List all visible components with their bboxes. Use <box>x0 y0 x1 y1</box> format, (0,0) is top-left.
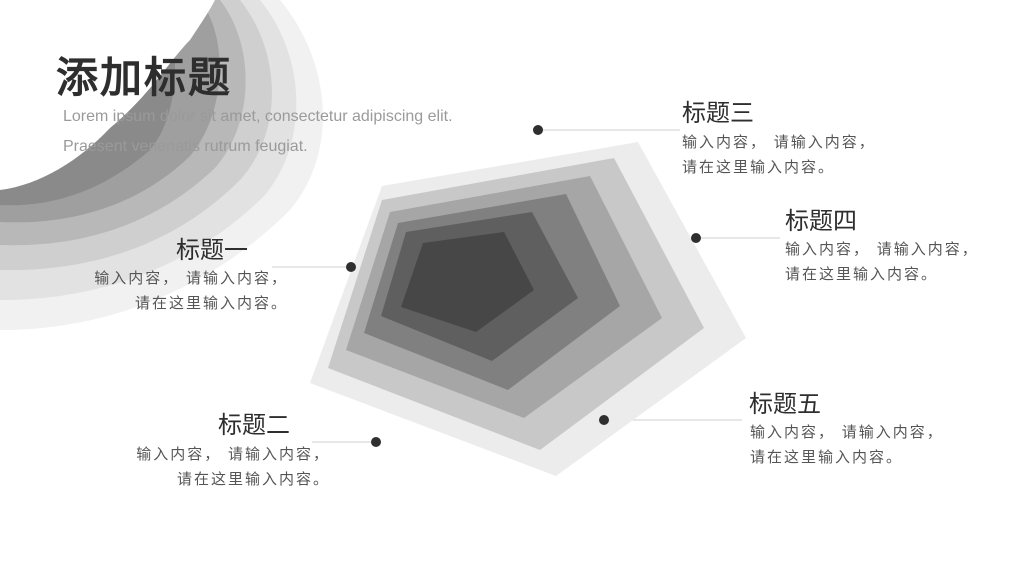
item-1-title: 标题一 <box>176 236 248 264</box>
ink-swirl-decoration <box>0 0 323 330</box>
page-subtitle: Lorem ipsum dolor sit amet, consectetur … <box>63 108 453 155</box>
pentagon-layer-6 <box>401 232 534 332</box>
dot-5 <box>599 415 609 425</box>
dot-4 <box>691 233 701 243</box>
item-3-desc: 输入内容， 请输入内容， 请在这里输入内容。 <box>682 130 876 180</box>
connector-dots <box>346 125 701 447</box>
dot-3 <box>533 125 543 135</box>
item-2-desc-line2: 请在这里输入内容。 <box>176 470 330 488</box>
item-5-desc: 输入内容， 请输入内容， 请在这里输入内容。 <box>750 420 944 470</box>
dot-2 <box>371 437 381 447</box>
item-5-title: 标题五 <box>749 390 821 418</box>
page-title: 添加标题 <box>56 53 233 102</box>
item-5-desc-line2: 请在这里输入内容。 <box>750 448 904 466</box>
item-2-title: 标题二 <box>218 411 290 439</box>
item-1-desc-line1: 输入内容， 请输入内容， <box>94 269 288 287</box>
item-2-desc: 输入内容， 请输入内容， 请在这里输入内容。 <box>82 442 330 492</box>
layered-pentagon <box>310 142 746 476</box>
item-2-desc-line1: 输入内容， 请输入内容， <box>136 445 330 463</box>
item-4-desc: 输入内容， 请输入内容， 请在这里输入内容。 <box>785 237 979 287</box>
item-3-title: 标题三 <box>682 99 754 127</box>
item-3-desc-line2: 请在这里输入内容。 <box>682 158 836 176</box>
item-1-desc: 输入内容， 请输入内容， 请在这里输入内容。 <box>40 266 288 316</box>
connector-lines <box>272 129 780 443</box>
item-4-desc-line2: 请在这里输入内容。 <box>785 265 939 283</box>
item-3-desc-line1: 输入内容， 请输入内容， <box>682 133 876 151</box>
item-4-title: 标题四 <box>785 207 857 235</box>
item-5-desc-line1: 输入内容， 请输入内容， <box>750 423 944 441</box>
item-1-desc-line2: 请在这里输入内容。 <box>134 294 288 312</box>
dot-1 <box>346 262 356 272</box>
item-4-desc-line1: 输入内容， 请输入内容， <box>785 240 979 258</box>
